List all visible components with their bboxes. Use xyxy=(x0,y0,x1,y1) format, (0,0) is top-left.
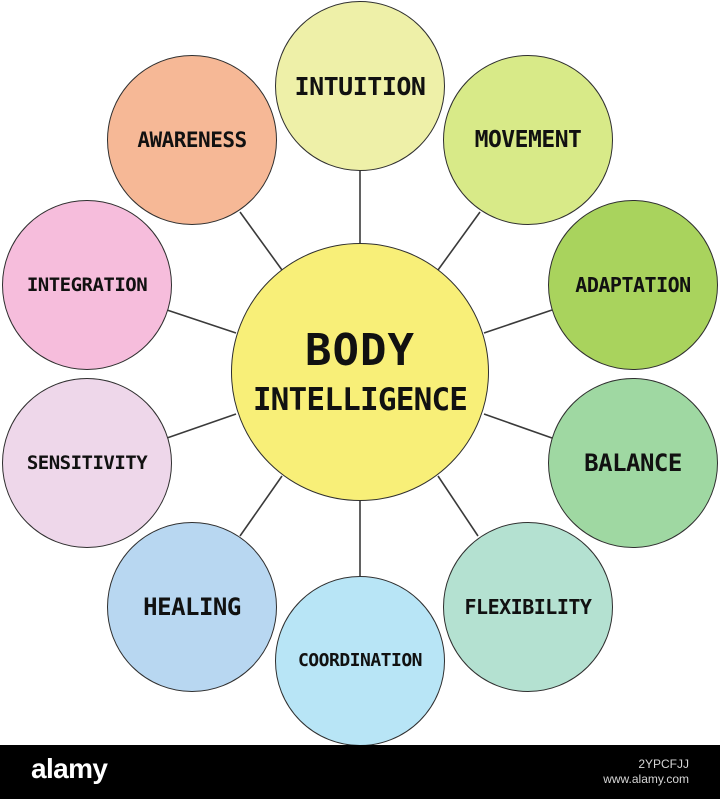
connector-sensitivity xyxy=(166,413,237,439)
connector-integration xyxy=(166,309,237,334)
node-adaptation-label: ADAPTATION xyxy=(575,273,691,297)
node-intuition: INTUITION xyxy=(275,1,445,171)
node-movement: MOVEMENT xyxy=(443,55,613,225)
watermark-image-id: 2YPCFJJ xyxy=(638,757,689,771)
node-integration: INTEGRATION xyxy=(2,200,172,370)
watermark-bar: alamy 2YPCFJJ www.alamy.com xyxy=(0,745,720,799)
node-sensitivity: SENSITIVITY xyxy=(2,378,172,548)
node-balance-label: BALANCE xyxy=(584,449,682,477)
connector-adaptation xyxy=(483,309,553,334)
node-intuition-label: INTUITION xyxy=(294,71,426,101)
connector-healing xyxy=(239,475,283,537)
connector-flexibility xyxy=(437,475,479,537)
connector-movement xyxy=(437,211,481,271)
connector-balance xyxy=(483,413,553,439)
connector-layer xyxy=(166,170,553,578)
node-coordination: COORDINATION xyxy=(275,576,445,745)
node-movement-label: MOVEMENT xyxy=(474,126,582,153)
node-flexibility: FLEXIBILITY xyxy=(443,522,613,692)
connector-awareness xyxy=(239,211,283,271)
center-title-line-1: BODY xyxy=(305,324,415,376)
watermark-site: www.alamy.com xyxy=(603,772,689,786)
node-balance: BALANCE xyxy=(548,378,718,548)
node-coordination-label: COORDINATION xyxy=(297,650,423,671)
body-intelligence-diagram: BODY INTELLIGENCE INTUITION MOVEMENT ADA… xyxy=(0,0,720,745)
node-flexibility-label: FLEXIBILITY xyxy=(464,595,592,619)
node-adaptation: ADAPTATION xyxy=(548,200,718,370)
watermark-logo: alamy xyxy=(31,753,108,784)
node-sensitivity-label: SENSITIVITY xyxy=(26,451,148,474)
node-integration-label: INTEGRATION xyxy=(26,273,148,296)
node-awareness: AWARENESS xyxy=(107,55,277,225)
center-bubble: BODY INTELLIGENCE xyxy=(231,243,489,501)
center-title-line-2: INTELLIGENCE xyxy=(252,381,468,418)
node-healing: HEALING xyxy=(107,522,277,692)
node-awareness-label: AWARENESS xyxy=(137,127,247,152)
watermark-meta: 2YPCFJJ www.alamy.com xyxy=(603,757,689,787)
node-healing-label: HEALING xyxy=(143,593,241,621)
